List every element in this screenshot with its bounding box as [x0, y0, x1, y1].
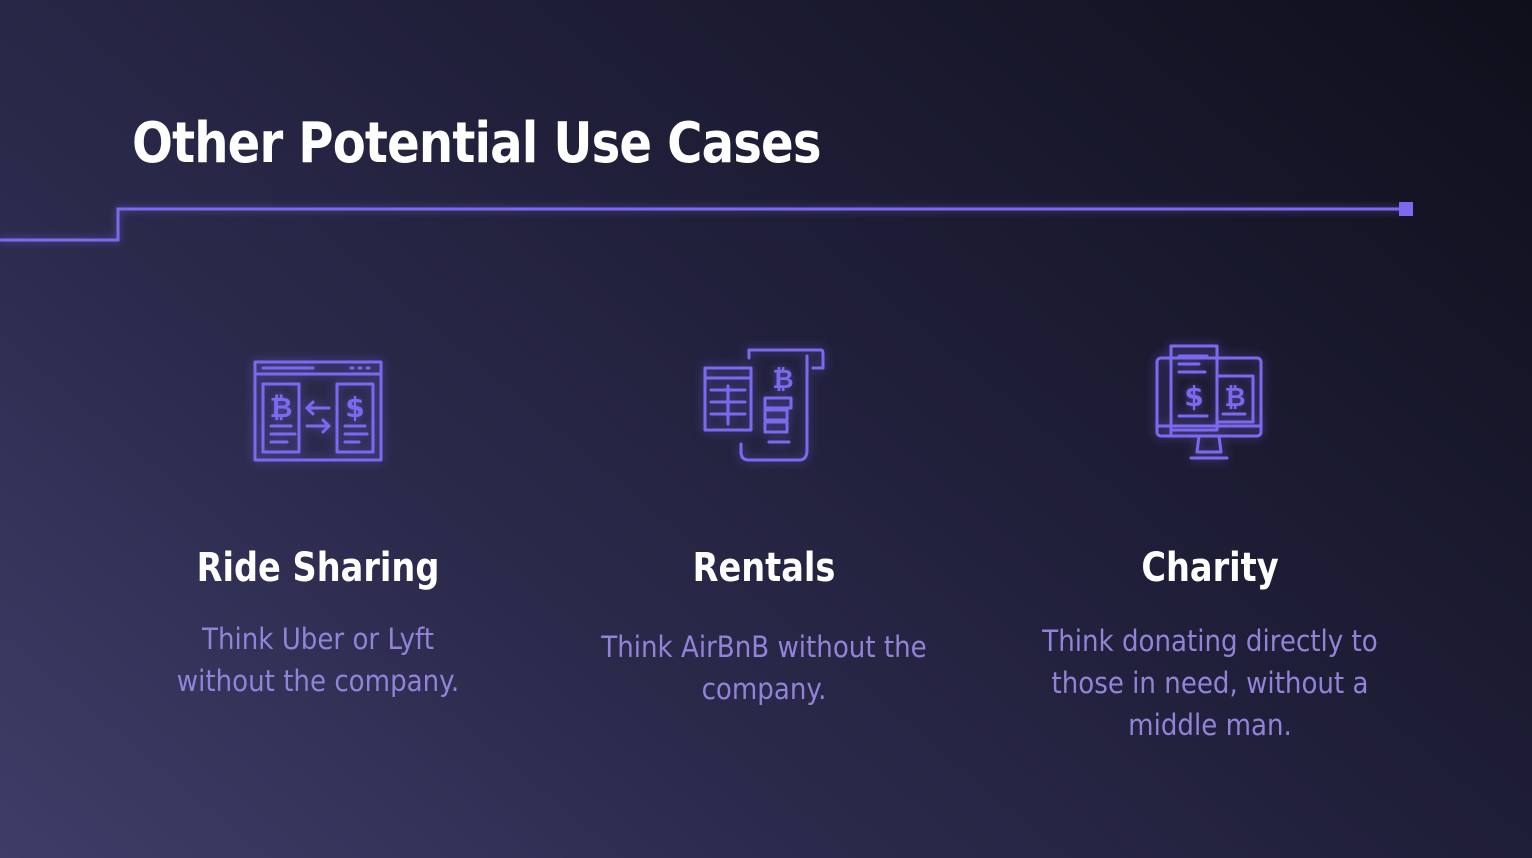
- svg-text:₿: ₿: [1224, 383, 1245, 413]
- card-description: Think Uber or Lyft without the company.: [176, 622, 460, 698]
- crypto-exchange-icon: ₿ $: [243, 330, 393, 480]
- use-case-card-rentals: ₿ Rentals Think AirBnB without the compa…: [574, 330, 954, 710]
- card-title: Charity: [1141, 545, 1279, 591]
- use-case-card-charity: $ ₿ Charity Think donating directly to t…: [1020, 330, 1400, 746]
- crypto-invoice-icon: ₿: [689, 330, 839, 480]
- crypto-donation-monitor-icon: $ ₿: [1135, 330, 1285, 480]
- card-title: Ride Sharing: [196, 545, 440, 591]
- card-description: Think AirBnB without the company.: [601, 630, 927, 706]
- slide-title: Other Potential Use Cases: [132, 111, 821, 176]
- card-title: Rentals: [692, 545, 836, 591]
- use-case-card-ride-sharing: ₿ $ Ride Sharing Think Uber or Lyft with…: [128, 330, 508, 702]
- svg-text:₿: ₿: [270, 391, 293, 424]
- svg-text:₿: ₿: [772, 365, 793, 395]
- card-description: Think donating directly to those in need…: [1042, 624, 1378, 742]
- svg-text:$: $: [1184, 380, 1203, 413]
- svg-text:$: $: [345, 391, 364, 424]
- divider-end-marker: [1399, 202, 1413, 216]
